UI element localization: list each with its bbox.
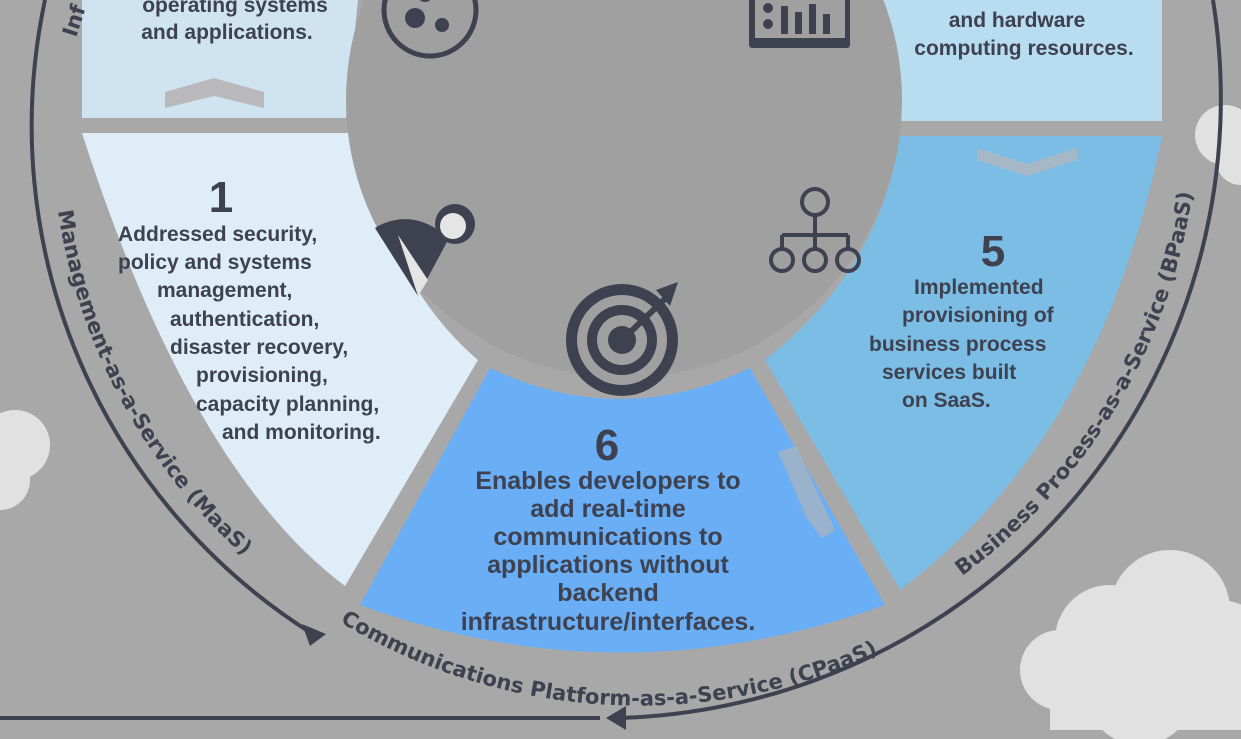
target-arrow-icon: [566, 282, 678, 396]
segment-1-line: and monitoring.: [222, 421, 381, 444]
segment-6-line: add real-time: [530, 495, 686, 523]
segment-1-line: authentication,: [170, 308, 319, 331]
segment-1-number: 1: [209, 173, 233, 222]
segment-5-number: 5: [981, 227, 1005, 276]
segment-6: [360, 368, 885, 653]
top-left-line: operating systems: [142, 0, 328, 17]
cloud-shape: [0, 410, 50, 510]
segment-6-line: infrastructure/interfaces.: [461, 608, 756, 636]
segment-5-line: services built: [882, 361, 1016, 384]
segment-1-text: 1 Addressed security, policy and systems…: [118, 173, 381, 444]
businessman-icon: [375, 204, 475, 296]
segment-6-line: Enables developers to: [475, 467, 740, 495]
inner-circle: [346, 0, 902, 378]
gears-globe-icon: [381, 0, 479, 59]
chevron-up-icon: [165, 78, 264, 108]
ring-arrowhead-left: [302, 624, 326, 646]
segment-1-line: management,: [157, 279, 292, 302]
segment-1: [82, 133, 478, 586]
segment-1-line: provisioning,: [196, 364, 328, 387]
segment-6-number: 6: [595, 421, 619, 470]
segment-5: [765, 136, 1162, 590]
segment-6-line: applications without: [487, 551, 729, 579]
segment-5-text: 5 Implemented provisioning of business p…: [869, 227, 1055, 412]
segment-6-line: backend: [557, 579, 658, 607]
segment-1-line: policy and systems: [118, 251, 312, 274]
segment-1-line: capacity planning,: [196, 393, 379, 416]
cloud-background: [0, 105, 1241, 739]
outer-ring: [0, 0, 1223, 720]
segment-6-line: communications to: [493, 523, 722, 551]
segment-5-line: on SaaS.: [902, 389, 991, 412]
segment-5-line: Implemented: [914, 276, 1044, 299]
segment-top-left: [82, 0, 358, 118]
chevron-right-icon: [778, 446, 835, 538]
top-right-line: computing resources.: [914, 37, 1133, 60]
segment-5-line: provisioning of: [902, 304, 1055, 327]
chevron-down-icon: [977, 148, 1077, 176]
top-left-line: and applications.: [141, 21, 313, 44]
segment-5-line: business process: [869, 333, 1046, 356]
segment-6-text: 6 Enables developers to add real-time co…: [461, 421, 756, 636]
segment-1-line: Addressed security,: [118, 223, 317, 246]
dashboard-chart-icon: [749, 0, 850, 48]
segment-1-line: disaster recovery,: [170, 336, 348, 359]
outer-ring-right-arc: [619, 0, 1223, 720]
outer-ring-left-arc: [29, 0, 318, 638]
segment-top-right: [872, 0, 1162, 121]
top-left-text: operating systems and applications.: [141, 0, 328, 44]
ring-arrowhead-bottom: [606, 706, 626, 730]
top-right-text: and hardware computing resources.: [914, 9, 1133, 60]
cloud-shape: [1020, 550, 1241, 739]
hierarchy-icon: [769, 187, 861, 273]
top-right-line: and hardware: [949, 9, 1086, 32]
